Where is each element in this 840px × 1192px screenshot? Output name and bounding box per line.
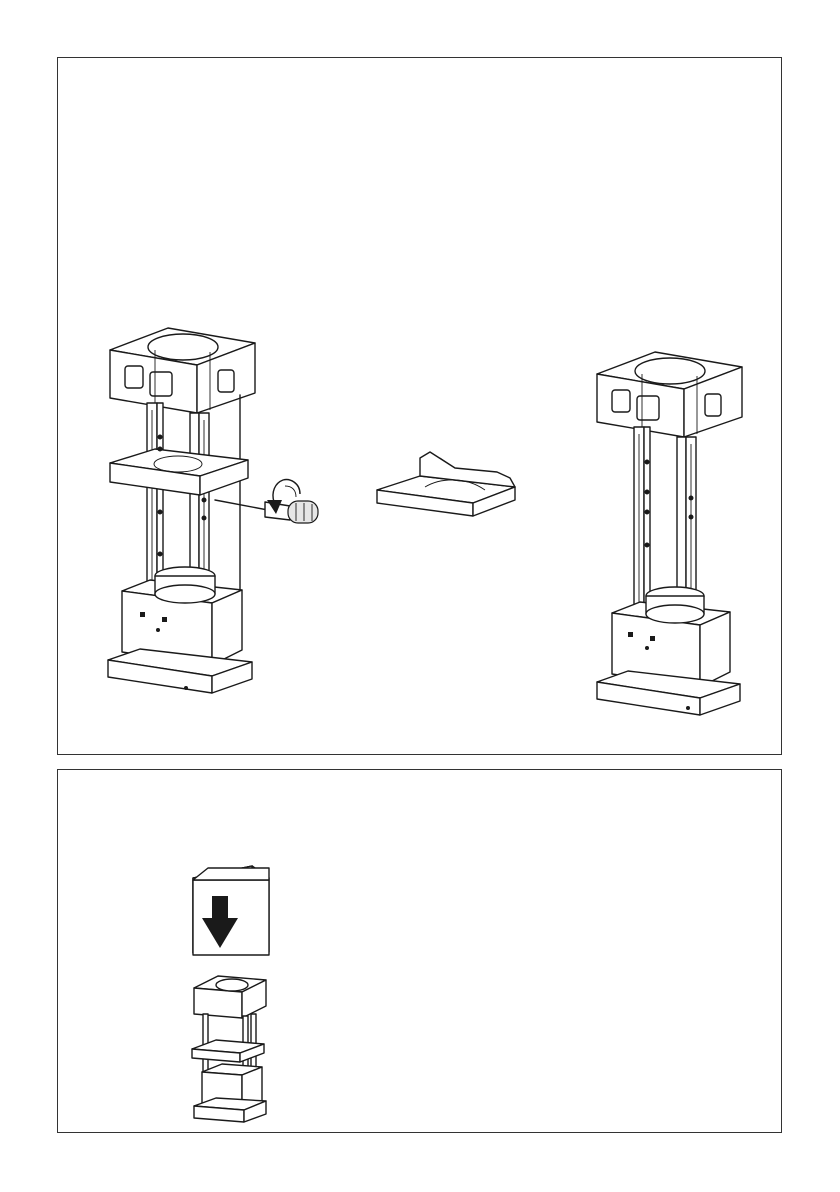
chimney-cover [193,866,269,955]
frame-assembly-small [192,976,266,1122]
footer-strip [0,1186,840,1192]
